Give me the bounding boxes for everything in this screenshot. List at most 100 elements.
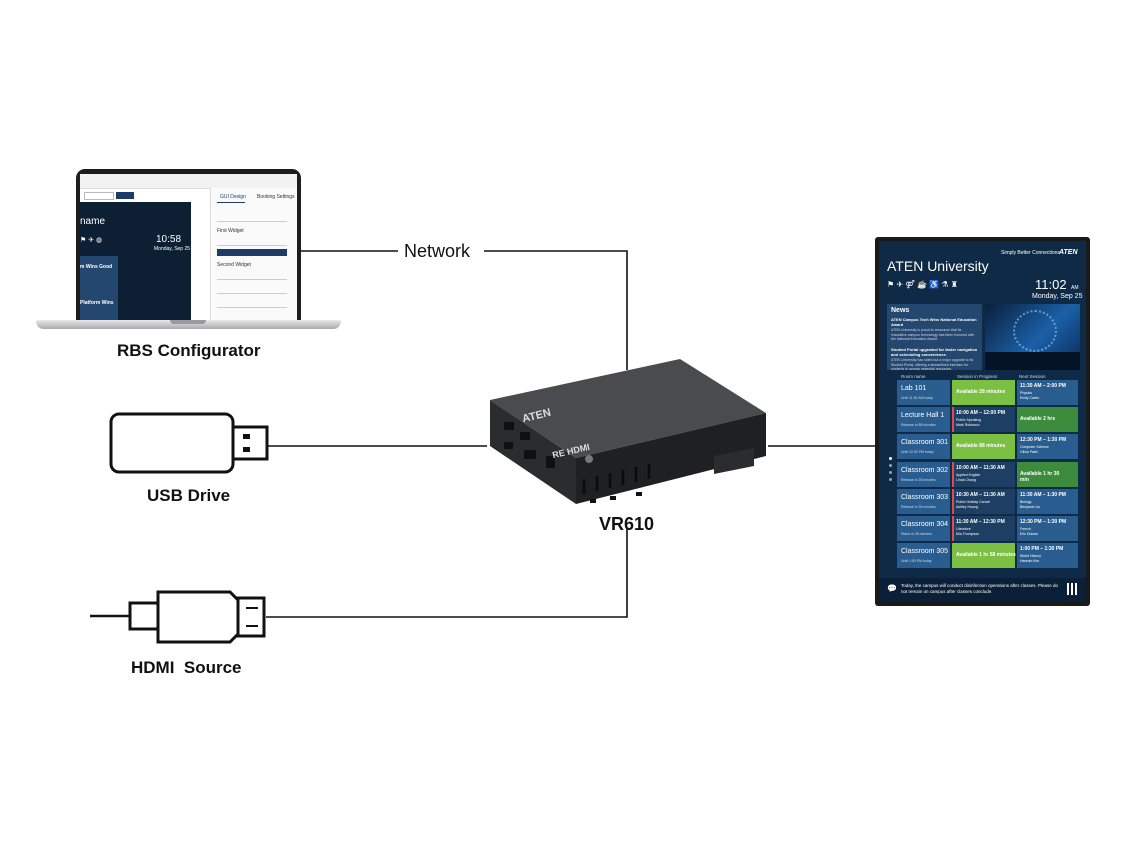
news-image [985,304,1080,370]
next-time: Available 1 hr 30 min [1020,470,1060,483]
laptop-screen: name ⚑ ✈ ◍ 10:58 Monday, Sep 25 m Wins G… [80,174,297,320]
field-1 [217,214,287,222]
session-bar [952,461,954,487]
preview-icons: ⚑ ✈ ◍ [80,237,103,244]
tab-booking-settings[interactable]: Booking Settings [257,194,295,200]
room-name: Classroom 301 [901,439,949,447]
preview-news [80,256,118,320]
rbs-configurator-label: RBS Configurator [117,341,261,360]
session-subject: Public Holiday Cancel [956,499,991,504]
session-subject: Applied English [956,472,981,477]
hdmi-source-label: HDMI Source [131,658,242,677]
second-widget-label: Second Widget [217,262,251,268]
field-5 [217,300,287,308]
display-brand-logo: ATEN [1059,249,1078,256]
tagline: Simply Better Connections [1001,250,1060,256]
footer-notice: Today, the campus will conduct disinfect… [901,583,1059,594]
room-status: Until 11:30 AM today [901,396,934,400]
col-next: Next Session [1019,374,1046,379]
preview-title: name [80,216,106,227]
session-cell: Available 88 minutes [952,434,1015,460]
preview-panel: name ⚑ ✈ ◍ 10:58 Monday, Sep 25 m Wins G… [80,202,191,320]
room-status: Until 1:00 PM today [901,559,932,564]
next-time: 11:30 AM – 1:30 PM [1020,491,1066,498]
display-ampm: AM [1071,285,1079,291]
display-date: Monday, Sep 25 [1032,293,1083,300]
browser-bar [80,174,297,189]
hdmi-cable-icon [90,590,266,644]
edit-button[interactable] [217,249,287,256]
next-time: Available 2 hrs [1020,416,1056,423]
news-1-title: ATEN Campus Tech Wins National Education… [891,317,977,327]
next-subject: World History [1020,554,1041,559]
preview-news-2: Platform Wins [80,300,114,306]
display-time: 11:02 [1035,277,1067,292]
room-name: Classroom 303 [901,493,949,501]
next-subject: Biology [1020,499,1032,504]
next-teacher: Olivia Patel [1020,450,1038,455]
room-name: Lecture Hall 1 [901,412,945,420]
preview-date: Monday, Sep 25 [154,246,191,252]
session-time: Available 1 hr 58 minutes [956,552,1016,559]
usb-drive-label: USB Drive [147,486,231,505]
session-time: 10:00 AM – 11:30 AM [956,464,1005,471]
display-icons: ⚑ ✈ ⚤ ☕ ♿ ⚗ ♜ [887,280,958,289]
next-teacher: Benjamin Liu [1020,504,1041,509]
field-2 [217,238,287,246]
next-subject: French [1020,527,1031,531]
audience-silhouette [985,352,1080,370]
field-4 [217,286,287,294]
tab-gui-design[interactable]: GUI Design [220,194,246,200]
laptop-notch [170,320,206,324]
next-teacher: Emily Carter [1020,396,1040,400]
vr610-device [490,359,766,504]
session-time: 10:00 AM – 12:00 PM [956,410,1006,417]
session-subject: Public Speaking [956,418,982,423]
field-3 [217,272,287,280]
session-cell: Available 1 hr 58 minutes [952,543,1016,569]
session-teacher: Mia Thompson [956,532,980,536]
chat-icon: 💬 [887,584,897,593]
col-room: Room name [901,374,926,379]
scroll-dots [887,457,893,497]
next-time: 1:00 PM – 1:30 PM [1020,546,1064,553]
session-bar [952,407,954,433]
session-teacher: Mark Robinson [956,423,980,428]
toolbar-button [116,192,134,199]
session-teacher: Linda Chang [956,477,976,482]
col-session: Session in Progress [957,374,998,379]
next-cell: Available 1 hr 30 min [1017,461,1078,487]
session-time: Available 28 minutes [956,389,1006,395]
preview-time: 10:58 [156,234,182,245]
dna-graphic [1013,310,1057,352]
news-panel: News ATEN Campus Tech Wins National Educ… [887,304,982,370]
toolbar-select [84,192,114,200]
room-status: Release in 28 minutes [901,477,936,482]
session-teacher: Ashley Huang [956,504,978,509]
usb-drive-icon [109,412,269,474]
next-teacher: Eric Dubois [1020,532,1038,536]
first-widget-label: First Widget [217,228,244,234]
display-title: ATEN University [887,258,989,274]
room-name: Classroom 305 [901,548,949,556]
next-time: 12:30 PM – 1:30 PM [1020,437,1067,444]
